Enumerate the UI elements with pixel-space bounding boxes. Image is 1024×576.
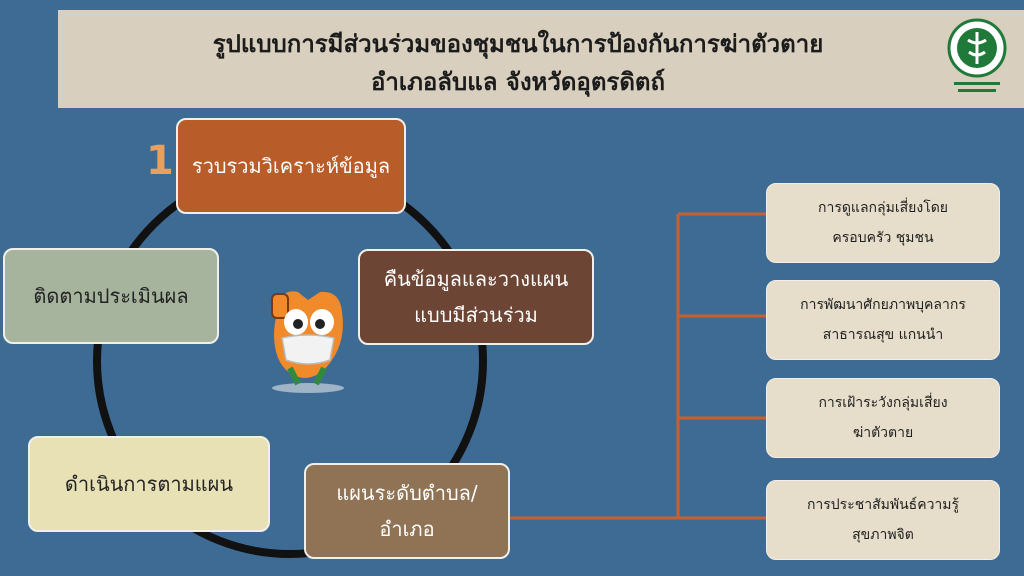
branch-staff-development: การพัฒนาศักยภาพบุคลากร สาธารณสุข แกนนำ <box>766 280 1000 360</box>
step-evaluate: ติดตามประเมินผล <box>3 248 219 344</box>
branch-line: ฆ่าตัวตาย <box>852 425 914 441</box>
branch-line: สุขภาพจิต <box>852 527 914 543</box>
step-collect-analyze: รวบรวมวิเคราะห์ข้อมูล <box>176 118 406 214</box>
mascot-icon <box>271 291 344 393</box>
step-label: รวบรวมวิเคราะห์ข้อมูล <box>191 154 391 178</box>
step-label: ติดตามประเมินผล <box>33 284 189 308</box>
step-local-plan: แผนระดับตำบล/ อำเภอ <box>304 463 510 559</box>
step-label: ดำเนินการตามแผน <box>64 472 234 496</box>
title-banner: รูปแบบการมีส่วนร่วมของชุมชนในการป้องกันก… <box>58 10 1024 108</box>
step-return-plan: คืนข้อมูลและวางแผน แบบมีส่วนร่วม <box>358 249 594 345</box>
step-implement: ดำเนินการตามแผน <box>28 436 270 532</box>
branch-mental-health-pr: การประชาสัมพันธ์ความรู้ สุขภาพจิต <box>766 480 1000 560</box>
branch-risk-surveillance: การเฝ้าระวังกลุ่มเสี่ยง ฆ่าตัวตาย <box>766 378 1000 458</box>
ministry-logo-icon <box>947 18 1007 92</box>
branch-family-community-care: การดูแลกลุ่มเสี่ยงโดย ครอบครัว ชุมชน <box>766 183 1000 263</box>
branch-connectors <box>510 212 766 520</box>
page-title: รูปแบบการมีส่วนร่วมของชุมชนในการป้องกันก… <box>212 30 824 58</box>
page-subtitle: อำเภอลับแล จังหวัดอุตรดิตถ์ <box>370 68 666 96</box>
step-label: คืนข้อมูลและวางแผน แบบมีส่วนร่วม <box>383 267 569 327</box>
branch-line: การเฝ้าระวังกลุ่มเสี่ยง <box>818 395 948 411</box>
branch-line: การประชาสัมพันธ์ความรู้ <box>806 497 960 513</box>
branch-line: ครอบครัว ชุมชน <box>832 230 934 246</box>
step-label: แผนระดับตำบล/ อำเภอ <box>336 481 478 541</box>
step-number: 1 <box>146 138 174 184</box>
branch-line: การดูแลกลุ่มเสี่ยงโดย <box>817 200 949 216</box>
branch-line: สาธารณสุข แกนนำ <box>822 327 944 343</box>
branch-line: การพัฒนาศักยภาพบุคลากร <box>800 297 966 313</box>
